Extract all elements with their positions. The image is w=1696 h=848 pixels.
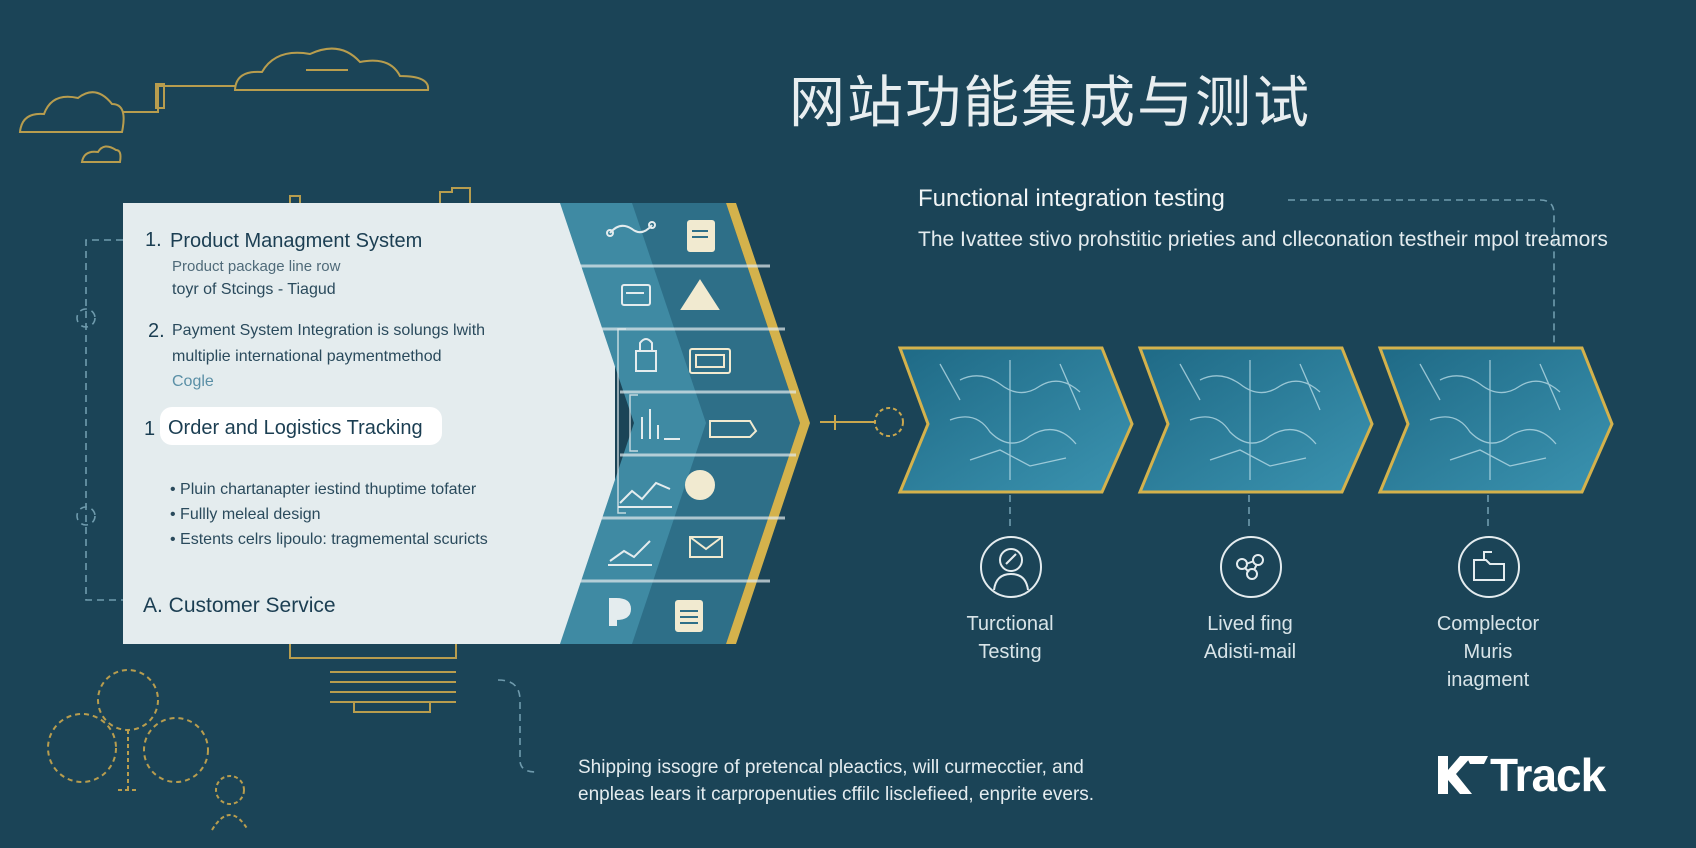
- item-number: 2.: [148, 320, 165, 342]
- stage-label-line: Adisti-mail: [1203, 641, 1297, 663]
- stage-label-line: Turctional: [966, 613, 1054, 635]
- item-detail: Cogle: [172, 373, 214, 390]
- footer-line: Shipping issogre of pretencal pleactics,…: [578, 757, 1084, 778]
- item-detail: Product package line row: [172, 258, 341, 275]
- pie-chart-icon: [685, 470, 715, 500]
- folder-icon: [1458, 536, 1520, 598]
- item-heading-payment-system: Payment System Integration is solungs lw…: [172, 322, 486, 339]
- truck-icon: [709, 420, 758, 438]
- footer-line: enpleas lears it carpropenuties cffilc l…: [578, 784, 1095, 805]
- cloud-icon: [233, 47, 430, 91]
- stage-label: Lived fing Adisti-mail: [1170, 610, 1330, 666]
- item-number: 1: [144, 418, 156, 440]
- stage-label-line: Complector: [1436, 613, 1540, 635]
- brand-logo-icon: [1438, 756, 1488, 794]
- lock-icon: [635, 338, 657, 372]
- network-nodes-icon: [1220, 536, 1282, 598]
- footer-text: Shipping issogre of pretencal pleactics,…: [578, 754, 1178, 808]
- brand-name: Track: [1490, 749, 1606, 801]
- stage-chevron: [897, 346, 1134, 494]
- stage-label-line: Lived fing: [1207, 613, 1293, 635]
- bullet-item: • Pluin chartanapter iestind thuptime to…: [170, 481, 477, 498]
- chevron-icon-band: [560, 203, 810, 644]
- item-heading-customer-service: A. Customer Service: [143, 594, 336, 617]
- parking-icon: [609, 597, 632, 626]
- bullet-item: • Fullly meleal design: [170, 506, 321, 523]
- section-title: Functional integration testing: [918, 185, 1225, 212]
- path-icon: [606, 221, 656, 237]
- person-check-icon: [980, 536, 1042, 598]
- credit-card-icon: [689, 348, 731, 374]
- mail-icon: [689, 536, 723, 558]
- stage-chevron: [1137, 346, 1374, 494]
- line-chart-icon: [618, 481, 672, 508]
- stage-label: Turctional Testing: [930, 610, 1090, 666]
- stage-label: Complector Muris inagment: [1408, 610, 1568, 694]
- stage-chevron: [1377, 346, 1614, 494]
- item-detail: multiplie international paymentmethod: [172, 348, 442, 365]
- stage-label-line: Muris: [1463, 641, 1513, 663]
- item-detail: toyr of Stcings - Tiagud: [172, 281, 336, 298]
- trend-chart-icon: [608, 540, 652, 566]
- page-title: 网站功能集成与测试: [789, 71, 1311, 136]
- card-icon: [621, 284, 651, 306]
- process-stages: [897, 346, 1614, 494]
- bar-chart-icon: [641, 409, 680, 440]
- highlight-pill: [160, 407, 442, 445]
- cloud-icon: [18, 91, 125, 133]
- bullet-item: • Estents celrs lipoulo: tragmemental sc…: [170, 531, 488, 548]
- triangle-symbols-icon: [680, 279, 720, 310]
- item-heading-order-tracking: Order and Logistics Tracking: [168, 417, 423, 439]
- item-heading-product-management: Product Managment System: [170, 230, 423, 252]
- section-description: The Ivattee stivo prohstitic prieties an…: [918, 228, 1608, 251]
- stage-label-line: inagment: [1446, 669, 1530, 691]
- stage-label-line: Testing: [978, 641, 1042, 663]
- item-number: 1.: [145, 229, 162, 251]
